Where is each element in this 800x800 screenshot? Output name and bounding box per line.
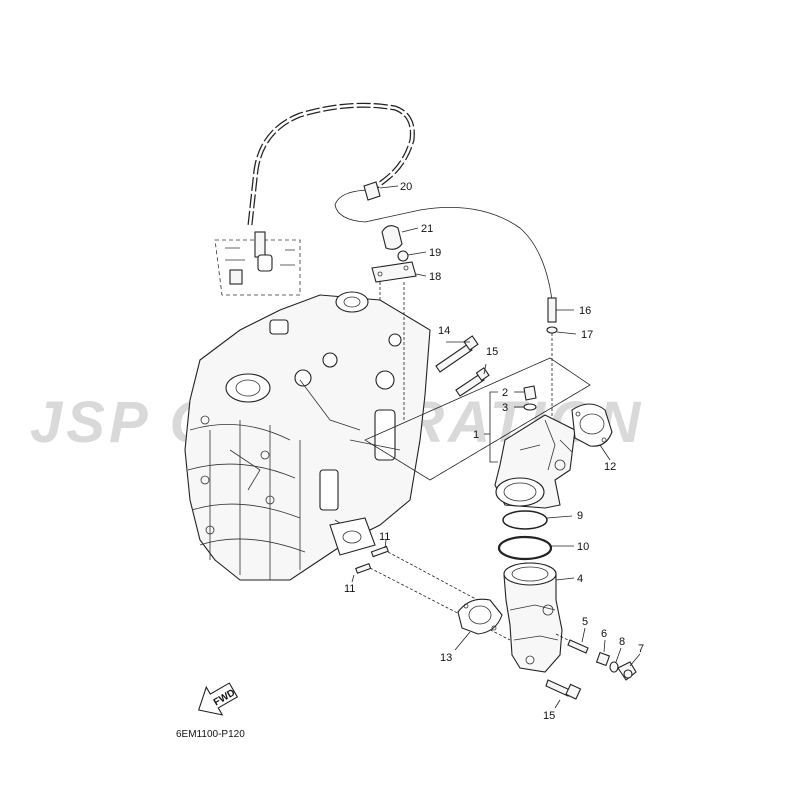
part-5-bolt — [555, 627, 589, 654]
callout-18: 18 — [429, 271, 441, 283]
part-21-grommet — [381, 225, 419, 250]
callout-labels: 20 21 19 18 16 17 14 15 2 3 1 12 9 10 11… — [344, 181, 644, 722]
part-3-washer — [514, 403, 537, 411]
part-12-gasket — [571, 403, 613, 461]
drawing-code: 6EM1100-P120 — [176, 729, 245, 740]
callout-17: 17 — [581, 329, 593, 341]
hose-upper — [247, 102, 415, 226]
callout-19: 19 — [429, 247, 441, 259]
callout-7: 7 — [638, 643, 644, 655]
callout-8: 8 — [619, 636, 625, 648]
callout-4: 4 — [577, 573, 583, 585]
part-16-hose-end — [547, 297, 574, 323]
callout-15-upper: 15 — [486, 346, 498, 358]
part-1-manifold — [494, 414, 576, 509]
engine-detail-top-left — [214, 231, 301, 296]
callout-11-upper: 11 — [379, 531, 390, 543]
callout-6: 6 — [601, 628, 607, 640]
part-14-bolt — [435, 335, 479, 373]
part-15-bolt-upper — [455, 363, 490, 397]
callout-1: 1 — [473, 429, 479, 441]
callout-9: 9 — [577, 510, 583, 522]
bracket-1-2-3 — [484, 391, 498, 463]
part-18-bracket — [371, 261, 427, 420]
callout-14: 14 — [438, 325, 450, 337]
part-20-clip — [363, 181, 399, 201]
callout-5: 5 — [582, 616, 588, 628]
part-6-spacer — [595, 639, 611, 667]
engine-block — [184, 291, 431, 581]
callout-16: 16 — [579, 305, 591, 317]
part-2-plug — [514, 385, 537, 401]
callout-2: 2 — [502, 387, 508, 399]
callout-3: 3 — [502, 402, 508, 414]
part-10-oring — [497, 535, 574, 561]
part-8-washer — [609, 647, 622, 673]
part-4-manifold-lower — [503, 562, 575, 673]
callout-13: 13 — [440, 652, 452, 664]
callout-12: 12 — [604, 461, 616, 473]
callout-21: 21 — [421, 223, 433, 235]
part-15-bolt-lower — [545, 679, 582, 709]
part-13-gasket — [454, 598, 503, 651]
hose-thin — [334, 189, 553, 320]
part-17-clamp — [546, 326, 577, 420]
part-19-bolt — [397, 250, 427, 262]
part-7-drain-bolt — [617, 653, 641, 681]
exploded-box — [364, 357, 591, 481]
callout-10: 10 — [577, 541, 589, 553]
part-9-oring — [502, 510, 573, 530]
fwd-arrow: FWD — [197, 682, 239, 716]
callout-20: 20 — [400, 181, 412, 193]
callout-11-lower: 11 — [344, 583, 355, 595]
callout-15-lower: 15 — [543, 710, 555, 722]
